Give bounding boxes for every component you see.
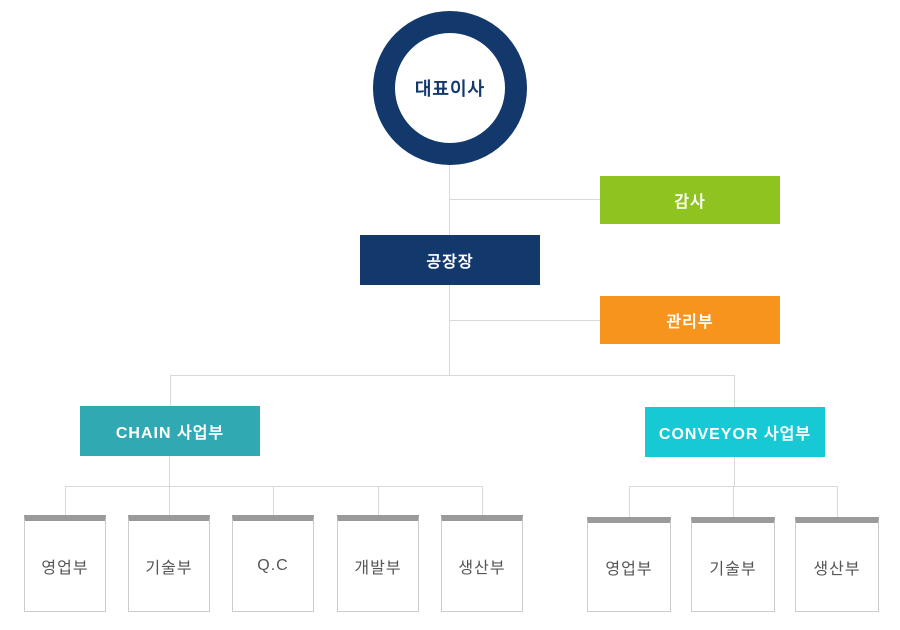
audit-label: 감사 (674, 194, 706, 211)
conveyor-dept-production-box: 생산부 (795, 517, 879, 612)
chain-dept-development-box: 개발부 (337, 515, 419, 612)
conveyor-dept-production-label: 생산부 (813, 561, 861, 578)
connector-chain-down (169, 456, 170, 486)
connector-drop-chain (170, 375, 171, 406)
connector-ceo-to-factory (449, 165, 450, 235)
factory-manager-label: 공장장 (426, 254, 474, 271)
connector-drop-conveyor-dept2 (733, 486, 734, 517)
conveyor-dept-sales-box: 영업부 (587, 517, 671, 612)
chain-dept-qc-box: Q.C (232, 515, 314, 612)
connector-to-audit (450, 199, 600, 200)
ceo-node: 대표이사 (373, 11, 527, 165)
conveyor-dept-engineering-label: 기술부 (709, 561, 757, 578)
chain-dept-engineering-label: 기술부 (145, 560, 193, 577)
connector-drop-chain-dept1 (65, 486, 66, 515)
factory-manager-node: 공장장 (360, 235, 540, 285)
chain-division-label: CHAIN 사업부 (115, 425, 225, 442)
chain-dept-engineering-box: 기술부 (128, 515, 210, 612)
connector-drop-chain-dept3 (273, 486, 274, 515)
connector-to-management (450, 320, 600, 321)
conveyor-division-label: CONVEYOR 사업부 (658, 426, 812, 443)
chain-dept-development-label: 개발부 (354, 560, 402, 577)
connector-factory-down (449, 285, 450, 375)
management-dept-label: 관리부 (666, 314, 714, 331)
chain-division-node: CHAIN 사업부 (80, 406, 260, 456)
ceo-label: 대표이사 (414, 79, 486, 99)
audit-node: 감사 (600, 176, 780, 224)
connector-drop-chain-dept4 (378, 486, 379, 515)
conveyor-dept-engineering-box: 기술부 (691, 517, 775, 612)
chain-dept-qc-label: Q.C (257, 557, 289, 574)
connector-divisions-crossbar (170, 375, 735, 376)
connector-drop-chain-dept5 (482, 486, 483, 515)
chain-dept-production-box: 생산부 (441, 515, 523, 612)
connector-drop-conveyor-dept1 (629, 486, 630, 517)
management-dept-node: 관리부 (600, 296, 780, 344)
connector-conveyor-down (734, 457, 735, 486)
chain-dept-sales-box: 영업부 (24, 515, 106, 612)
chain-dept-production-label: 생산부 (458, 560, 506, 577)
connector-drop-chain-dept2 (169, 486, 170, 515)
connector-drop-conveyor (734, 375, 735, 407)
conveyor-dept-sales-label: 영업부 (605, 561, 653, 578)
connector-drop-conveyor-dept3 (837, 486, 838, 517)
conveyor-division-node: CONVEYOR 사업부 (645, 407, 825, 457)
chain-dept-sales-label: 영업부 (41, 560, 89, 577)
